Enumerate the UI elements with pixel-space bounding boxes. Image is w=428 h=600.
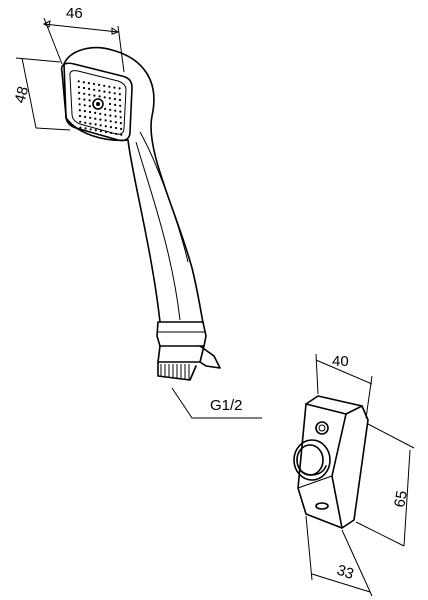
- spray-nozzle: [79, 126, 82, 129]
- thread-callout: G1/2: [171, 387, 262, 419]
- spray-nozzle: [114, 126, 118, 130]
- spray-nozzle: [119, 116, 122, 119]
- spray-nozzle: [109, 120, 112, 123]
- spray-nozzle: [83, 92, 86, 95]
- spray-nozzle: [78, 109, 81, 112]
- spray-nozzle: [88, 105, 91, 108]
- dimension-holder-depth-label: 33: [335, 562, 356, 583]
- spray-nozzle: [92, 82, 96, 86]
- spray-nozzle: [104, 130, 108, 134]
- spray-nozzle: [78, 97, 81, 100]
- spray-nozzle: [94, 117, 97, 120]
- spray-nozzle: [82, 86, 86, 90]
- spray-nozzle: [110, 131, 113, 134]
- spray-nozzle: [94, 123, 97, 126]
- spray-nozzle: [114, 121, 117, 124]
- dimension-holder-height-label: 65: [391, 489, 411, 508]
- hand-shower: [60, 46, 221, 381]
- spray-nozzle: [99, 124, 102, 127]
- dimension-head-height-label: 48: [11, 85, 32, 106]
- spray-nozzle: [84, 115, 87, 118]
- spray-nozzle: [83, 104, 86, 107]
- spray-nozzle: [120, 133, 123, 136]
- spray-nozzle: [89, 116, 92, 119]
- spray-nozzle: [119, 122, 122, 125]
- spray-nozzle: [77, 80, 80, 83]
- spray-nozzle: [104, 107, 107, 110]
- spray-nozzle: [103, 84, 106, 87]
- spray-nozzle: [119, 110, 122, 113]
- spray-nozzle: [84, 121, 87, 124]
- spray-nozzle: [93, 94, 96, 97]
- spray-nozzle: [118, 87, 121, 90]
- dimension-head-width-label: 46: [66, 5, 83, 22]
- spray-nozzle: [115, 132, 118, 135]
- wall-holder: [293, 395, 369, 529]
- spray-nozzle: [89, 122, 92, 125]
- spray-nozzle: [120, 127, 123, 130]
- spray-nozzle: [99, 130, 102, 133]
- spray-nozzle: [108, 102, 112, 106]
- spray-nozzle: [89, 128, 92, 131]
- spray-nozzle: [108, 97, 111, 100]
- spray-nozzle: [109, 108, 112, 111]
- spray-nozzle: [104, 113, 107, 116]
- spray-nozzle: [88, 93, 91, 96]
- spray-nozzle: [88, 87, 91, 90]
- connector-nut: [156, 321, 221, 381]
- spray-nozzle: [83, 110, 86, 113]
- spray-nozzle: [94, 111, 97, 114]
- spray-nozzle: [98, 89, 101, 92]
- spray-nozzle: [103, 90, 106, 93]
- spray-nozzle: [88, 110, 92, 114]
- spray-nozzle: [118, 93, 121, 96]
- spray-face: [60, 62, 133, 142]
- spray-nozzle: [98, 83, 101, 86]
- dimension-head-height: 48: [11, 57, 71, 131]
- spray-nozzle: [103, 96, 106, 99]
- spray-nozzle: [82, 81, 85, 84]
- spray-nozzle: [78, 91, 81, 94]
- spray-nozzle: [104, 119, 107, 122]
- spray-nozzle: [79, 120, 82, 123]
- spray-nozzle: [93, 88, 96, 91]
- dimension-holder-width: 40: [315, 353, 373, 419]
- dimension-head-width: 46: [42, 5, 125, 73]
- spray-nozzle: [118, 98, 122, 102]
- dimension-holder-depth: 33: [305, 515, 373, 597]
- spray-nozzle: [114, 103, 117, 106]
- dimension-holder-width-label: 40: [332, 353, 349, 370]
- spray-nozzle: [113, 98, 116, 101]
- spray-nozzle: [113, 86, 116, 89]
- spray-nozzle: [109, 114, 112, 117]
- spray-nozzle: [84, 127, 87, 130]
- spray-nozzle: [94, 129, 97, 132]
- spray-nozzle: [109, 126, 112, 129]
- spray-nozzle: [108, 91, 111, 94]
- spray-nozzle: [113, 92, 116, 95]
- spray-nozzle: [87, 82, 90, 85]
- spray-nozzle: [114, 109, 117, 112]
- spray-nozzle: [78, 114, 82, 118]
- spray-nozzle: [99, 112, 102, 115]
- spray-nozzle: [98, 95, 101, 98]
- spray-nozzle: [99, 118, 102, 121]
- thread-callout-label: G1/2: [210, 397, 243, 414]
- dimension-holder-height: 65: [355, 423, 415, 547]
- spray-nozzle: [88, 99, 91, 102]
- spray-nozzle: [119, 104, 122, 107]
- spray-nozzle: [108, 85, 111, 88]
- spray-nozzle: [83, 98, 86, 101]
- spray-nozzle: [77, 86, 80, 89]
- spray-nozzle: [104, 125, 107, 128]
- spray-nozzle: [114, 115, 117, 118]
- spray-nozzle: [78, 103, 81, 106]
